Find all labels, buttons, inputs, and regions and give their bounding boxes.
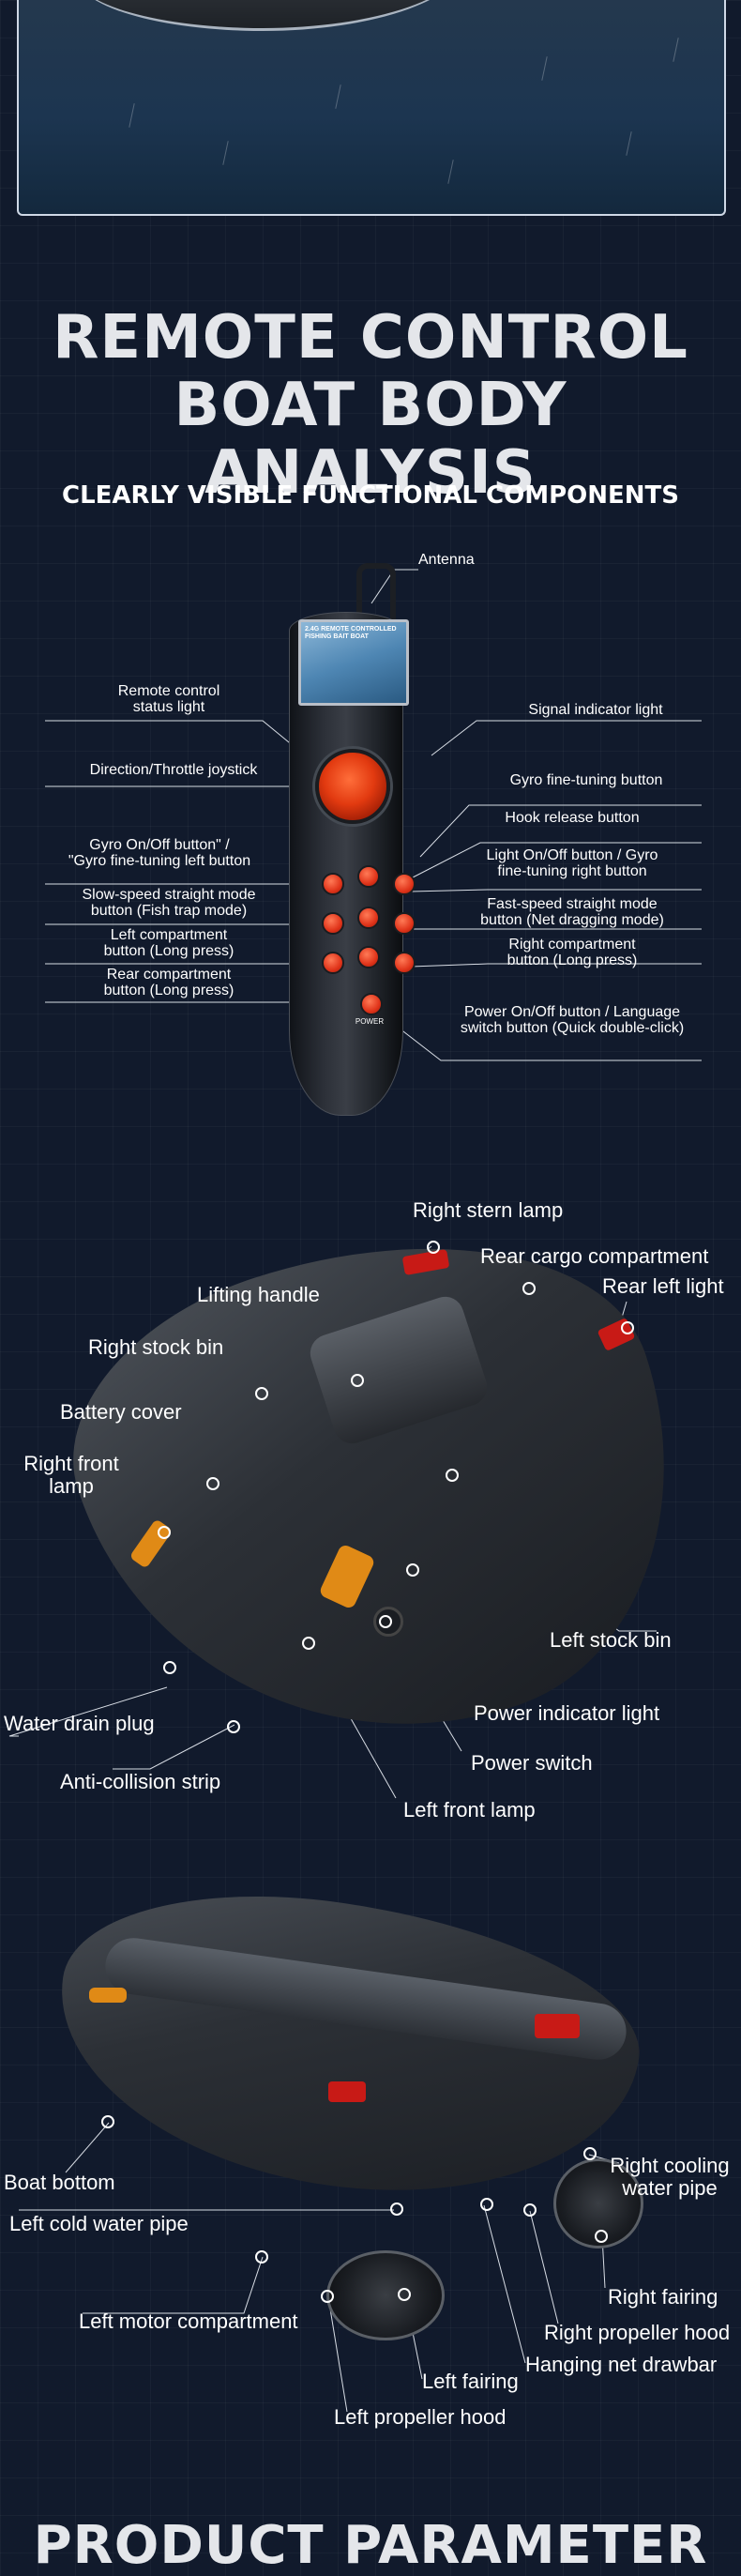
callout-dot bbox=[158, 1526, 171, 1539]
label-gyro-onoff: Gyro On/Off button" / "Gyro fine-tuning … bbox=[68, 837, 251, 869]
label-lifting-handle: Lifting handle bbox=[197, 1283, 320, 1306]
remote-button[interactable] bbox=[322, 873, 344, 895]
label-fast-mode: Fast-speed straight mode button (Net dra… bbox=[480, 896, 664, 928]
callout-dot bbox=[595, 2230, 608, 2243]
callout-dot bbox=[523, 2203, 537, 2217]
callout-dot bbox=[379, 1615, 392, 1628]
label-left-cold-pipe: Left cold water pipe bbox=[9, 2212, 189, 2235]
remote-button[interactable] bbox=[322, 912, 344, 935]
callout-dot bbox=[206, 1477, 219, 1490]
label-power-switch: Power switch bbox=[471, 1751, 593, 1775]
label-gyro-fine-tuning: Gyro fine-tuning button bbox=[509, 772, 663, 788]
label-right-front-lamp: Right front lamp bbox=[23, 1452, 119, 1498]
remote-button[interactable] bbox=[357, 865, 380, 888]
label-right-fairing: Right fairing bbox=[608, 2285, 718, 2309]
remote-button[interactable] bbox=[393, 912, 416, 935]
remote-button[interactable] bbox=[393, 873, 416, 895]
hero-boat-photo bbox=[17, 0, 726, 216]
callout-dot bbox=[390, 2203, 403, 2216]
label-rear-cargo: Rear cargo compartment bbox=[480, 1244, 709, 1268]
label-right-stock-bin: Right stock bin bbox=[88, 1335, 224, 1359]
section-subtitle: CLEARLY VISIBLE FUNCTIONAL COMPONENTS bbox=[61, 481, 680, 510]
left-propeller-image bbox=[326, 2250, 445, 2340]
label-left-compartment: Left compartment button (Long press) bbox=[103, 927, 234, 959]
power-button[interactable] bbox=[360, 993, 383, 1015]
label-right-stern-lamp: Right stern lamp bbox=[413, 1198, 564, 1222]
callout-dot bbox=[446, 1469, 459, 1482]
label-rear-compartment: Rear compartment button (Long press) bbox=[103, 967, 234, 998]
callout-dot bbox=[255, 1387, 268, 1400]
callout-dot bbox=[351, 1374, 364, 1387]
callout-dot bbox=[621, 1321, 634, 1334]
label-hanging-net: Hanging net drawbar bbox=[525, 2353, 718, 2376]
callout-dot bbox=[427, 1241, 440, 1254]
label-boat-bottom: Boat bottom bbox=[4, 2171, 115, 2194]
label-antenna: Antenna bbox=[418, 552, 475, 568]
label-water-drain-plug: Water drain plug bbox=[4, 1712, 155, 1735]
callout-dot bbox=[321, 2290, 334, 2303]
remote-screen: 2.4G REMOTE CONTROLLED FISHING BAIT BOAT bbox=[298, 619, 409, 706]
label-light-onoff: Light On/Off button / Gyro fine-tuning r… bbox=[486, 847, 658, 879]
remote-screen-text: 2.4G REMOTE CONTROLLED FISHING BAIT BOAT bbox=[305, 626, 397, 640]
label-status-light: Remote control status light bbox=[117, 683, 220, 715]
callout-dot bbox=[583, 2147, 597, 2160]
power-text: POWER bbox=[355, 1017, 385, 1026]
label-left-prop-hood: Left propeller hood bbox=[334, 2405, 507, 2429]
label-left-motor: Left motor compartment bbox=[79, 2309, 298, 2333]
callout-dot bbox=[522, 1282, 536, 1295]
label-rear-left-light: Rear left light bbox=[602, 1274, 724, 1298]
label-slow-mode: Slow-speed straight mode button (Fish tr… bbox=[82, 887, 256, 919]
label-left-front-lamp: Left front lamp bbox=[403, 1798, 536, 1821]
joystick-knob[interactable] bbox=[315, 749, 390, 824]
label-right-compartment: Right compartment button (Long press) bbox=[507, 937, 638, 968]
label-left-stock-bin: Left stock bin bbox=[550, 1628, 672, 1652]
label-anti-collision: Anti-collision strip bbox=[60, 1770, 221, 1793]
label-power-indicator: Power indicator light bbox=[474, 1701, 660, 1725]
callout-dot bbox=[227, 1720, 240, 1733]
callout-dot bbox=[163, 1661, 176, 1674]
remote-button[interactable] bbox=[322, 952, 344, 974]
remote-button[interactable] bbox=[357, 907, 380, 929]
callout-dot bbox=[406, 1563, 419, 1577]
section-title-line1: REMOTE CONTROL bbox=[53, 303, 688, 373]
label-left-fairing: Left fairing bbox=[422, 2370, 519, 2393]
label-battery-cover: Battery cover bbox=[60, 1400, 182, 1424]
label-right-cooling: Right cooling water pipe bbox=[610, 2154, 730, 2200]
callout-dot bbox=[480, 2198, 493, 2211]
boat-front-lamp-image bbox=[89, 1988, 127, 2003]
label-signal-light: Signal indicator light bbox=[528, 702, 663, 718]
callout-dot bbox=[398, 2288, 411, 2301]
remote-button[interactable] bbox=[393, 952, 416, 974]
label-hook-release: Hook release button bbox=[505, 810, 640, 826]
label-power-language: Power On/Off button / Language switch bu… bbox=[460, 1004, 685, 1036]
boat-rear-light-image bbox=[535, 2014, 580, 2038]
callout-dot bbox=[255, 2250, 268, 2264]
callout-dot bbox=[302, 1637, 315, 1650]
boat-rear-light-image bbox=[328, 2081, 366, 2102]
label-right-prop-hood: Right propeller hood bbox=[544, 2321, 731, 2344]
power-switch-image bbox=[373, 1607, 403, 1637]
label-joystick: Direction/Throttle joystick bbox=[89, 762, 258, 778]
callout-dot bbox=[101, 2115, 114, 2128]
remote-antenna bbox=[356, 563, 396, 620]
remote-button[interactable] bbox=[357, 946, 380, 968]
next-section-title: PRODUCT PARAMETER bbox=[33, 2515, 708, 2576]
section-title-line2: BOAT BODY ANALYSIS bbox=[174, 371, 567, 508]
